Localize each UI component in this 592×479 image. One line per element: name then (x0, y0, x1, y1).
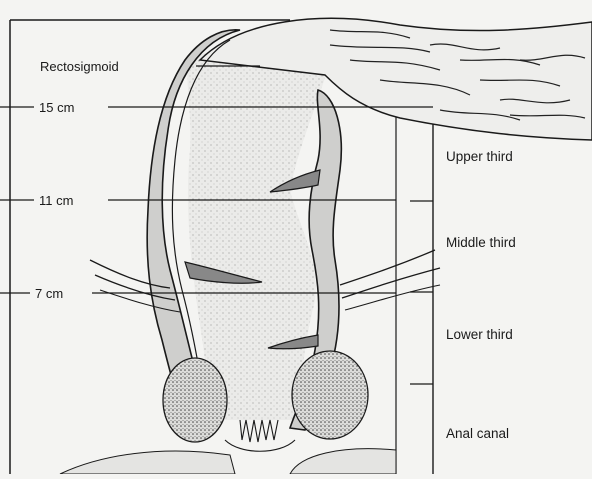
perianal-skin (60, 451, 235, 474)
label-rectosigmoid: Rectosigmoid (40, 59, 119, 74)
label-middle-third: Middle third (446, 235, 516, 250)
label-7cm: 7 cm (35, 286, 63, 301)
label-upper-third: Upper third (446, 149, 513, 164)
anal-columns (225, 420, 295, 451)
label-lower-third: Lower third (446, 327, 513, 342)
perianal-skin-right (290, 449, 396, 474)
label-11cm: 11 cm (39, 193, 73, 208)
label-15cm: 15 cm (39, 100, 74, 115)
sphincter-right (292, 351, 368, 439)
label-anal-canal: Anal canal (446, 426, 509, 441)
sphincter-left (163, 358, 227, 442)
